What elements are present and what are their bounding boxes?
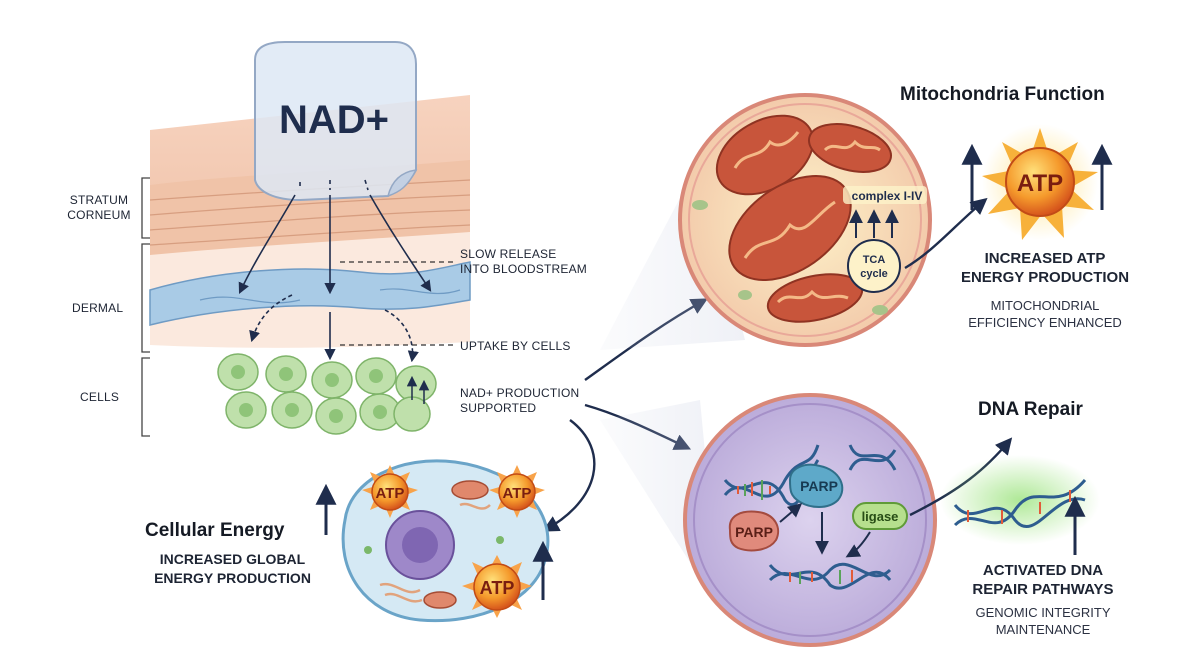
atp-burst-3 — [462, 555, 532, 618]
blood-vessel — [149, 261, 471, 326]
mitochondrion-small-2 — [423, 591, 457, 609]
nad-patch-label: NAD+ — [279, 98, 389, 142]
layer-brackets — [141, 177, 150, 437]
mitochondrion-small-1 — [451, 480, 489, 500]
dna-repair-cell — [683, 393, 937, 647]
parp-enzyme-top — [788, 463, 844, 508]
stratum-corneum-label: STRATUM CORNEUM — [67, 193, 131, 222]
mitochondria-caption: MITOCHONDRIAL EFFICIENCY ENHANCED — [968, 298, 1122, 330]
arrow-to-cellular-energy — [542, 419, 596, 532]
atp-small-2-label: ATP — [503, 485, 532, 502]
production-label: NAD+ PRODUCTION SUPPORTED — [460, 386, 580, 415]
atp-burst-2 — [489, 465, 545, 518]
skin-cross-section — [141, 41, 471, 440]
tca-label-line2: cycle — [860, 268, 888, 280]
tca-cycle-icon — [847, 239, 901, 293]
slow-release-label: SLOW RELEASE INTO BLOODSTREAM — [460, 247, 587, 276]
tca-label-line1: TCA — [863, 254, 886, 266]
cells-label: CELLS — [80, 390, 120, 404]
arrow-tca-to-atp — [904, 197, 988, 270]
parp-top-label: PARP — [800, 478, 838, 494]
dna-caption: GENOMIC INTEGRITY MAINTENANCE — [975, 605, 1111, 637]
atp-burst-large — [982, 124, 1098, 240]
atp-small-3-label: ATP — [480, 578, 515, 598]
atp-small-1-label: ATP — [376, 485, 405, 502]
parp-left-label: PARP — [735, 524, 773, 540]
diffusion-arrows — [238, 179, 432, 363]
uptake-label: UPTAKE BY CELLS — [460, 339, 571, 353]
dermal-label: DERMAL — [72, 301, 124, 315]
mitochondria-cell — [678, 93, 932, 347]
mitochondria-title: Mitochondria Function — [900, 84, 1105, 105]
ligase-label: ligase — [862, 509, 899, 524]
ligase-enzyme — [852, 502, 908, 530]
mitochondria-result: INCREASED ATP ENERGY PRODUCTION — [960, 250, 1130, 286]
complex-label: complex I-IV — [852, 189, 923, 203]
complex-up-arrows — [849, 209, 899, 238]
dna-result: ACTIVATED DNA REPAIR PATHWAYS — [972, 562, 1114, 598]
dna-title: DNA Repair — [978, 399, 1083, 420]
parp-enzyme-left — [728, 510, 780, 552]
atp-burst-1 — [362, 465, 418, 518]
cellular-sub: INCREASED GLOBAL ENERGY PRODUCTION — [154, 551, 311, 586]
atp-large-label: ATP — [1017, 170, 1063, 197]
cellular-title: Cellular Energy — [145, 520, 285, 541]
